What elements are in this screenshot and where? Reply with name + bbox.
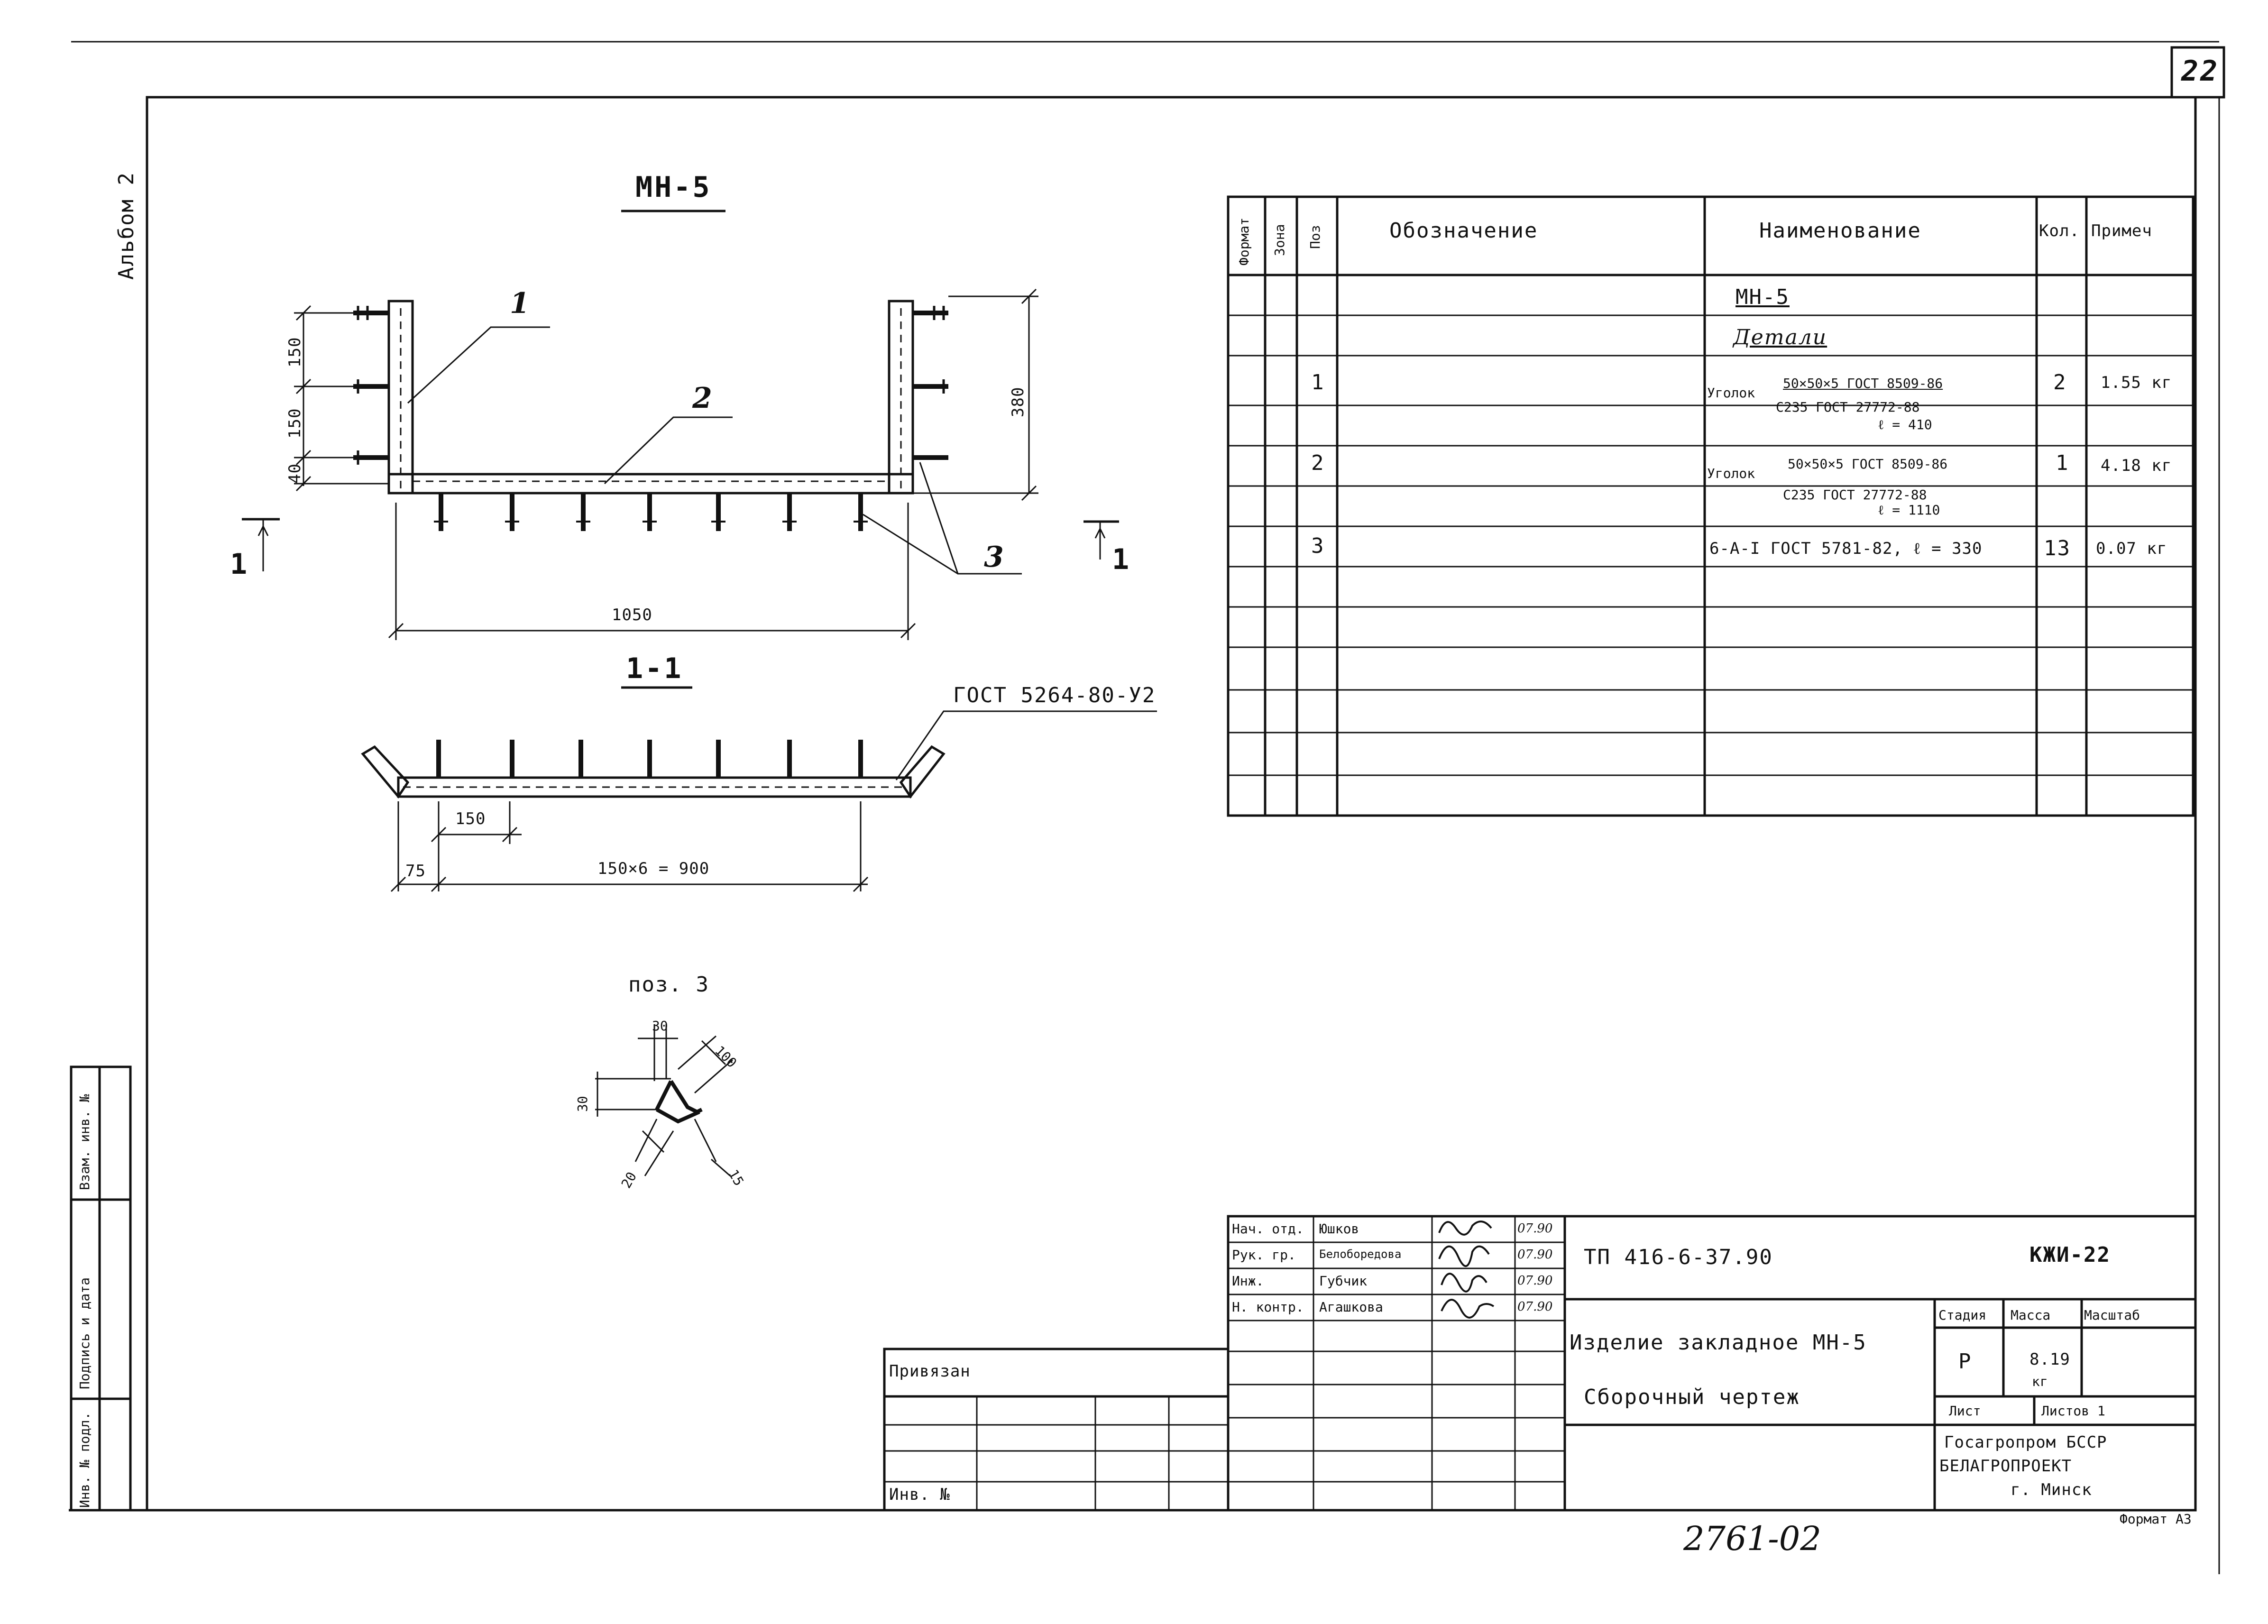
row2-pos: 2 — [1311, 451, 1325, 475]
section-view-title: 1-1 — [626, 652, 683, 685]
dim-section-75: 75 — [405, 862, 426, 881]
title-line-2: Сборочный чертеж — [1584, 1385, 1800, 1409]
row1-name-bottom: С235 ГОСТ 27772-88 — [1776, 399, 1920, 415]
scale-header: Масштаб — [2084, 1307, 2140, 1323]
row1-name-top: 50×50×5 ГОСТ 8509-86 — [1783, 376, 1943, 391]
section-mark-right: 1 — [1112, 543, 1131, 576]
dim-380: 380 — [1009, 386, 1028, 417]
spec-group-title: МН-5 — [1735, 285, 1790, 309]
archive-number: 2761-02 — [1683, 1519, 1821, 1558]
weld-gost-label: ГОСТ 5264-80-У2 — [953, 683, 1156, 707]
sheet-code: КЖИ-22 — [2029, 1243, 2111, 1267]
dim-40: 40 — [285, 463, 304, 484]
detail-view — [595, 1024, 733, 1177]
date-1: 07.90 — [1517, 1221, 1553, 1236]
org-line-3: г. Минск — [2011, 1480, 2092, 1499]
stamp-podpis-data: Подпись и дата — [77, 1277, 92, 1389]
mass-unit: кг — [2032, 1374, 2048, 1389]
row1-note: 1.55 кг — [2101, 373, 2172, 392]
sheet-label: Лист — [1949, 1403, 1981, 1419]
stamp-inv-podl: Инв. № подл. — [77, 1412, 92, 1508]
row1-prefix: Уголок — [1707, 385, 1755, 401]
name-3: Губчик — [1319, 1273, 1368, 1289]
name-4: Агашкова — [1319, 1299, 1383, 1315]
inv-number-label: Инв. № — [889, 1485, 950, 1504]
title-block-grid — [1227, 1215, 2197, 1512]
role-1: Нач. отд. — [1232, 1221, 1304, 1237]
left-stamp — [70, 1065, 132, 1512]
sheets-label: Листов 1 — [2041, 1403, 2105, 1419]
header-qty: Кол. — [2039, 221, 2080, 240]
dim-150-lower: 150 — [285, 408, 304, 439]
dim-detail-30-top: 30 — [652, 1018, 668, 1034]
row2-qty: 1 — [2056, 451, 2069, 475]
signatures — [1438, 1220, 1495, 1319]
row1-qty: 2 — [2053, 370, 2067, 395]
sheet-frame — [146, 96, 2197, 1512]
main-view-title: МН-5 — [635, 171, 712, 204]
row2-note: 4.18 кг — [2101, 456, 2172, 475]
album-label: Альбом 2 — [114, 172, 138, 280]
sheet-number-box — [2170, 46, 2225, 99]
row3-pos: 3 — [1311, 534, 1325, 558]
row1-pos: 1 — [1311, 370, 1325, 395]
privyazan-block — [883, 1348, 1228, 1510]
header-zone: Зона — [1272, 224, 1287, 256]
leader-2-label: 2 — [692, 382, 714, 415]
org-line-1: Госагропром БССР — [1944, 1433, 2107, 1452]
section-mark-left: 1 — [230, 548, 249, 581]
leader-3-label: 3 — [984, 541, 1006, 574]
detail-title: поз. 3 — [628, 973, 709, 997]
stage-value: Р — [1958, 1349, 1972, 1374]
title-line-1: Изделие закладное МН-5 — [1570, 1330, 1867, 1355]
date-4: 07.90 — [1517, 1300, 1553, 1314]
dim-150-upper: 150 — [285, 337, 304, 367]
section-view — [361, 686, 1157, 892]
name-1: Юшков — [1319, 1221, 1359, 1237]
date-3: 07.90 — [1517, 1274, 1553, 1288]
header-pos: Поз — [1307, 225, 1323, 249]
row3-name: 6-А-I ГОСТ 5781-82, ℓ = 330 — [1709, 539, 1983, 558]
role-2: Рук. гр. — [1232, 1247, 1296, 1263]
row3-note: 0.07 кг — [2096, 539, 2167, 558]
role-4: Н. контр. — [1232, 1299, 1304, 1315]
row2-name-note: ℓ = 1110 — [1878, 502, 1940, 518]
format-label: Формат А3 — [2120, 1511, 2192, 1527]
name-2: Белоборедова — [1319, 1248, 1402, 1261]
spec-table-grid — [1227, 195, 2195, 817]
doc-code: ТП 416-6-37.90 — [1584, 1245, 1773, 1269]
spec-group-subtitle: Детали — [1733, 325, 1827, 349]
dim-section-900: 150×6 = 900 — [597, 859, 710, 878]
privyazan-label: Привязан — [889, 1362, 971, 1381]
header-name: Наименование — [1759, 219, 1921, 243]
stage-header: Стадия — [1938, 1307, 1987, 1323]
role-3: Инж. — [1232, 1273, 1264, 1289]
dim-section-150: 150 — [455, 809, 486, 828]
row2-name-top: 50×50×5 ГОСТ 8509-86 — [1788, 456, 1948, 472]
mass-value: 8.19 — [2029, 1350, 2070, 1369]
dim-1050: 1050 — [612, 606, 652, 624]
header-note: Примеч — [2091, 221, 2152, 240]
row2-name-bottom: С235 ГОСТ 27772-88 — [1783, 487, 1927, 503]
row2-prefix: Уголок — [1707, 466, 1755, 481]
row3-qty: 13 — [2044, 536, 2071, 560]
row1-name-note: ℓ = 410 — [1878, 417, 1932, 432]
mass-header: Масса — [2011, 1307, 2051, 1323]
org-line-2: БЕЛАГРОПРОЕКТ — [1939, 1457, 2072, 1476]
stamp-vzam-inv: Взам. инв. № — [77, 1094, 92, 1190]
sheet-number: 22 — [2181, 55, 2220, 88]
main-view — [242, 210, 1119, 640]
dim-detail-30-left: 30 — [575, 1096, 590, 1112]
header-designation: Обозначение — [1389, 219, 1538, 243]
header-format: Формат — [1236, 217, 1252, 266]
date-2: 07.90 — [1517, 1248, 1553, 1262]
leader-1-label: 1 — [510, 287, 532, 320]
